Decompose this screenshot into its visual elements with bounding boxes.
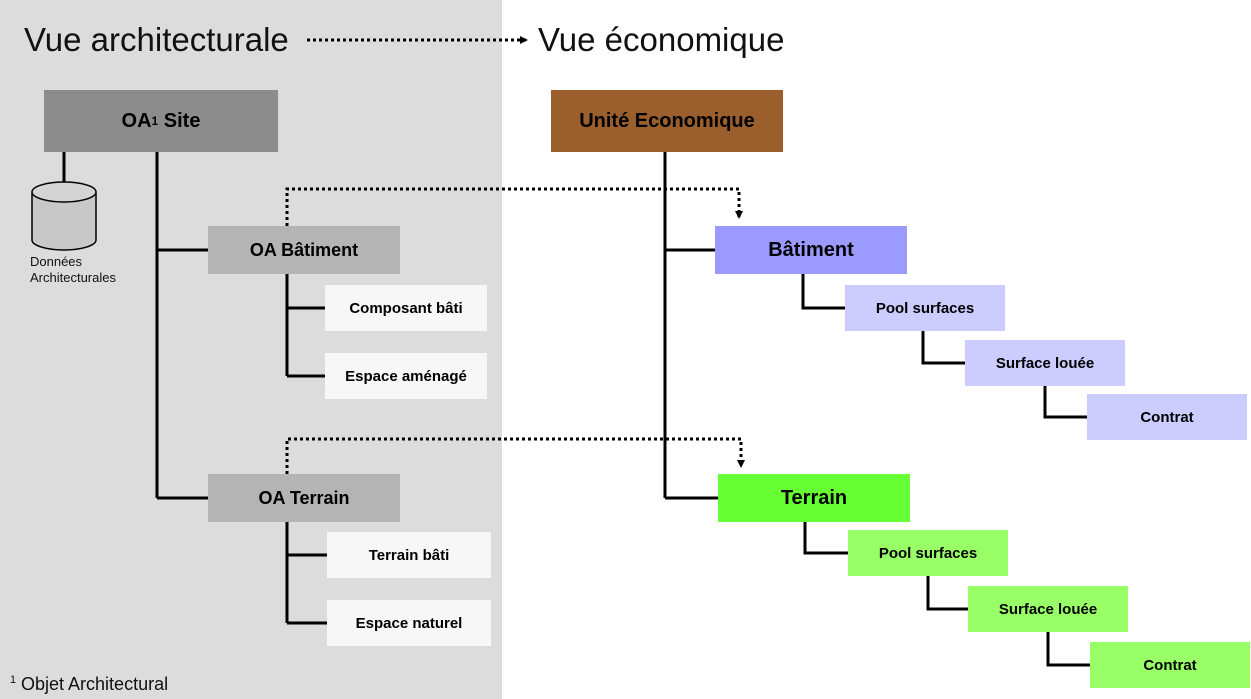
footnote-marker: 1 — [10, 674, 17, 686]
database-label-line2: Architecturales — [30, 270, 116, 285]
economic-unit-box[interactable]: Unité Economique — [551, 90, 783, 152]
footnote-text: Objet Architectural — [16, 674, 169, 694]
land-contract-box[interactable]: Contrat — [1090, 642, 1250, 688]
land-pool-surfaces-box[interactable]: Pool surfaces — [848, 530, 1008, 576]
oa-building-box[interactable]: OA Bâtiment — [208, 226, 400, 274]
arranged-space-box[interactable]: Espace aménagé — [325, 353, 487, 399]
oa-site-prefix: OA — [121, 109, 152, 132]
built-land-box[interactable]: Terrain bâti — [327, 532, 491, 578]
database-label-line1: Données — [30, 254, 83, 269]
building-contract-box[interactable]: Contrat — [1087, 394, 1247, 440]
tree-lines-architectural — [62, 152, 327, 625]
economic-building-box[interactable]: Bâtiment — [715, 226, 907, 274]
natural-space-box[interactable]: Espace naturel — [327, 600, 491, 646]
building-rented-surface-box[interactable]: Surface louée — [965, 340, 1125, 386]
oa-site-suffix: Site — [158, 109, 201, 132]
land-rented-surface-box[interactable]: Surface louée — [968, 586, 1128, 632]
tree-lines-economic — [663, 152, 1090, 667]
database-cylinder-icon — [31, 181, 97, 251]
oa-site-footnote-marker: 1 — [151, 114, 159, 128]
building-component-box[interactable]: Composant bâti — [325, 285, 487, 331]
economic-view-title: Vue économique — [538, 21, 785, 58]
oa-land-box[interactable]: OA Terrain — [208, 474, 400, 522]
economic-land-box[interactable]: Terrain — [718, 474, 910, 522]
dotted-links — [285, 36, 745, 474]
footnote: 1 Objet Architectural — [10, 674, 168, 695]
building-pool-surfaces-box[interactable]: Pool surfaces — [845, 285, 1005, 331]
architectural-view-title: Vue architecturale — [24, 21, 289, 58]
